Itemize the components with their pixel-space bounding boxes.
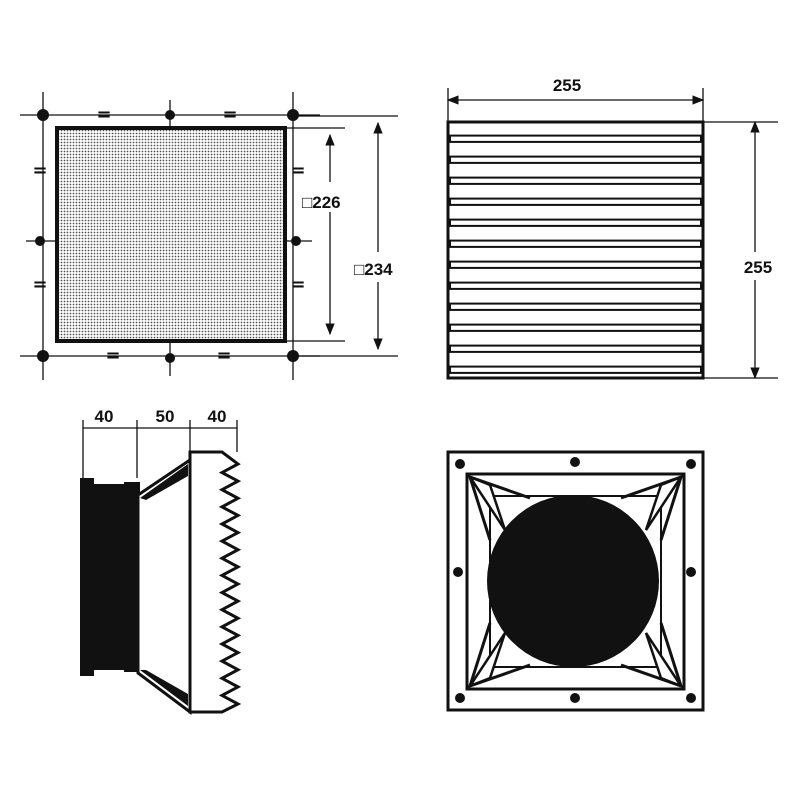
- equal-mark: =: [105, 345, 120, 366]
- louver-slat: [449, 239, 702, 248]
- side-dimension-2: 50: [156, 407, 175, 426]
- front-view: 255 255: [446, 76, 778, 380]
- louver-slat: [449, 281, 702, 290]
- louver-slat: [449, 155, 702, 164]
- equal-mark: =: [32, 274, 47, 295]
- mounting-hole-marks: [35, 109, 301, 363]
- outer-dimension-label: □234: [354, 260, 393, 279]
- cutout-view: = = = = = = = = □226 □234: [20, 92, 398, 380]
- equal-mark: =: [96, 104, 111, 125]
- side-dimension-1: 40: [95, 407, 114, 426]
- louver-slat: [449, 344, 702, 353]
- equal-mark: =: [290, 160, 305, 181]
- mounting-holes: [453, 457, 696, 703]
- louver-slats: [449, 134, 702, 374]
- louver-slat: [449, 218, 702, 227]
- louver-slat: [449, 134, 702, 143]
- side-grille: [188, 450, 242, 714]
- cutout-area: [55, 126, 287, 343]
- louver-slat: [449, 302, 702, 311]
- height-dimension-label: 255: [744, 258, 772, 277]
- side-view: 40 50 40: [80, 407, 242, 715]
- rear-view: [446, 450, 705, 712]
- width-dimension-label: 255: [553, 76, 581, 95]
- louver-slat: [449, 197, 702, 206]
- equal-mark: =: [216, 345, 231, 366]
- fan-disc: [487, 495, 659, 667]
- louver-grille: [446, 120, 705, 380]
- louver-slat: [449, 176, 702, 185]
- inner-dimension-label: □226: [302, 193, 341, 212]
- louver-slat: [449, 260, 702, 269]
- louver-slat: [449, 365, 702, 374]
- side-dimension-3: 40: [208, 407, 227, 426]
- equal-mark: =: [222, 104, 237, 125]
- equal-mark: =: [32, 160, 47, 181]
- equal-mark: =: [290, 274, 305, 295]
- louver-slat: [449, 323, 702, 332]
